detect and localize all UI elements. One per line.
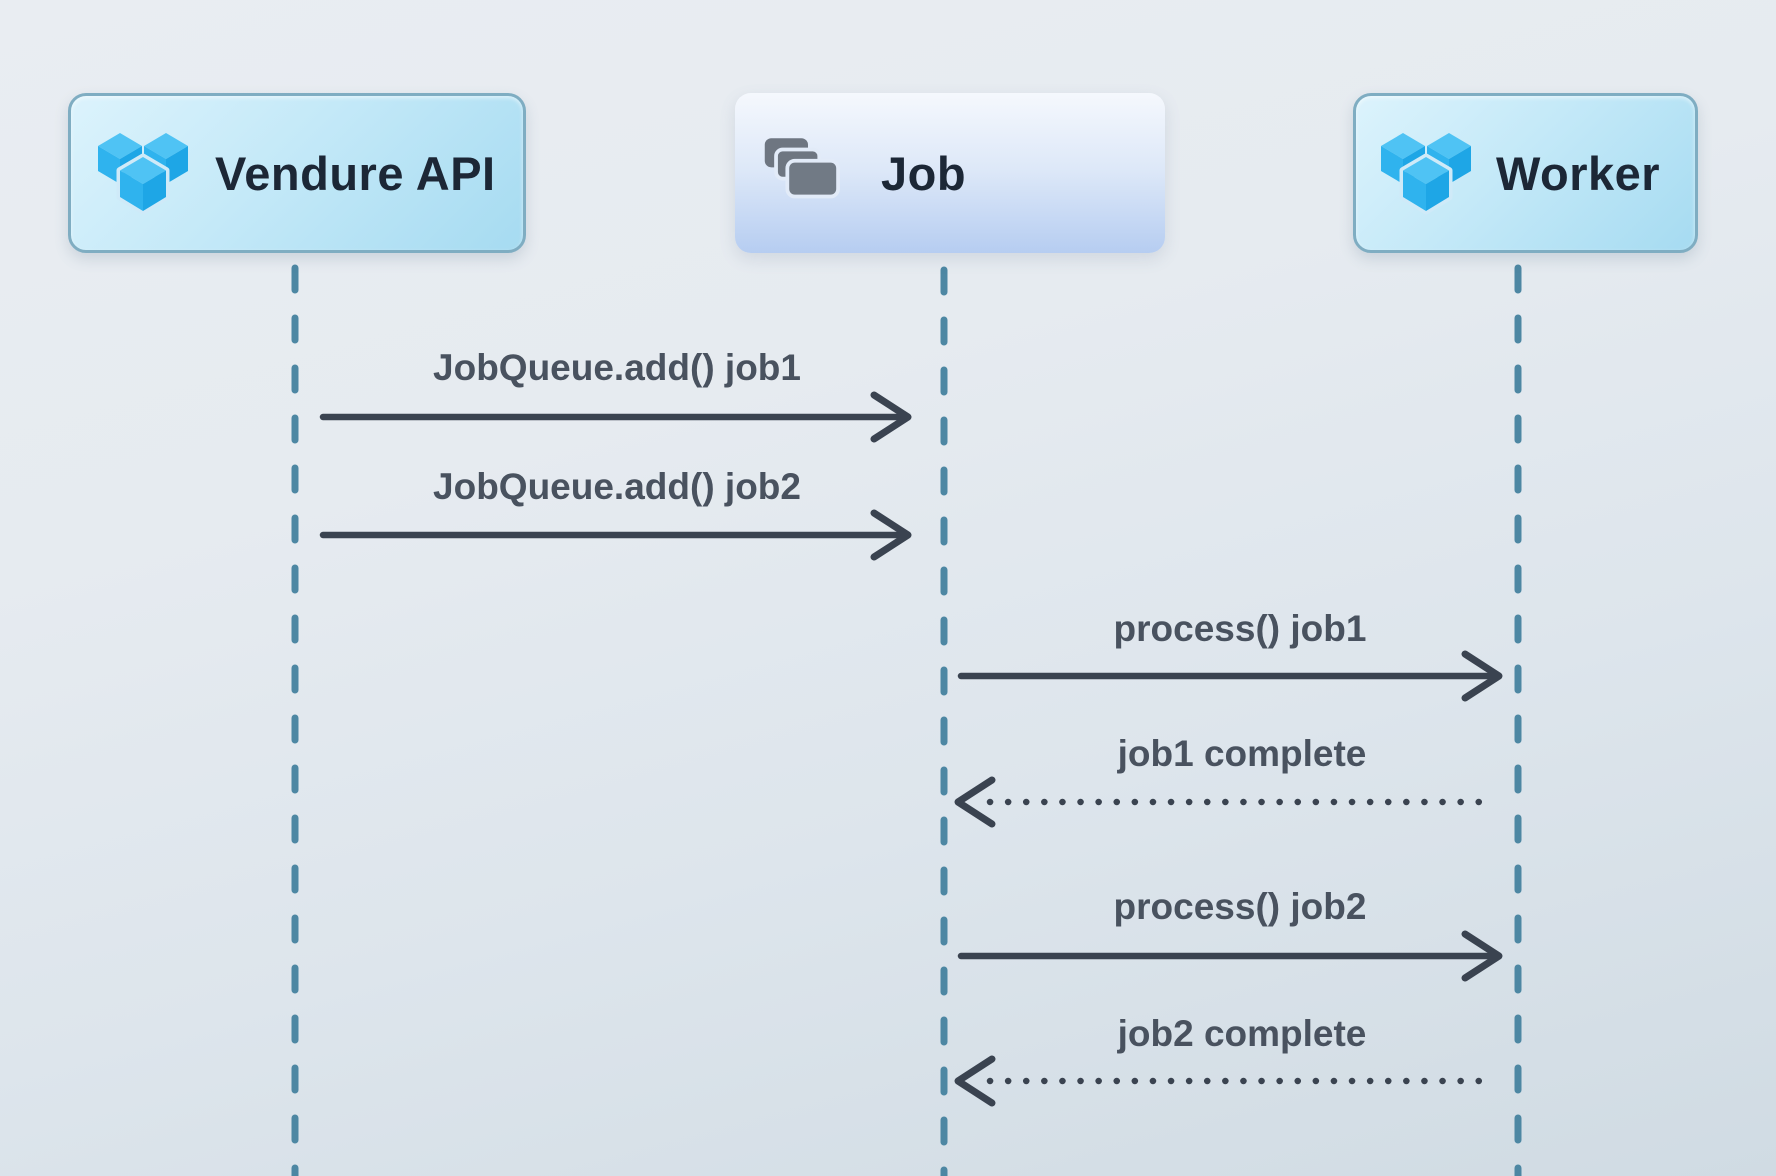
arrow-process-job2	[957, 930, 1503, 982]
actor-box-vendure-api: Vendure API	[68, 93, 526, 253]
message-label: job1 complete	[1117, 733, 1367, 774]
job-card-front	[785, 158, 840, 199]
arrowhead-left-icon	[954, 776, 996, 828]
arrow-job1-complete	[954, 776, 1491, 828]
arrowhead-right-icon	[870, 509, 912, 561]
actor-label-vendure-api: Vendure API	[215, 146, 496, 200]
arrowhead-right-icon	[1461, 930, 1503, 982]
actor-box-worker: Worker	[1353, 93, 1698, 253]
message-label: process() job1	[1113, 608, 1367, 649]
message-label: process() job2	[1113, 886, 1367, 927]
arrow-job2-complete	[954, 1055, 1491, 1107]
message-label: job2 complete	[1117, 1013, 1367, 1054]
arrow-jobqueue-add-job2	[319, 509, 912, 561]
arrow-jobqueue-add-job1	[319, 391, 912, 443]
arrow-process-job1	[957, 650, 1503, 702]
arrowhead-right-icon	[1461, 650, 1503, 702]
cube-center	[116, 153, 170, 215]
arrowhead-left-icon	[954, 1055, 996, 1107]
actor-label-worker: Worker	[1496, 146, 1661, 200]
actor-label-job: Job	[881, 146, 967, 200]
actor-box-job: Job	[735, 93, 1165, 253]
job-stack-icon	[764, 138, 840, 199]
message-label: JobQueue.add() job2	[433, 466, 801, 507]
vendure-logo-icon	[98, 133, 188, 215]
vendure-logo-icon	[1381, 133, 1471, 215]
cube-center	[1399, 153, 1453, 215]
arrowhead-right-icon	[870, 391, 912, 443]
message-label: JobQueue.add() job1	[433, 347, 801, 388]
